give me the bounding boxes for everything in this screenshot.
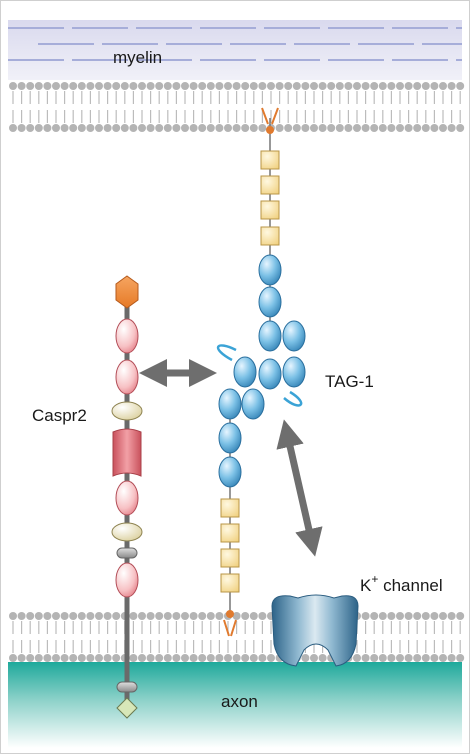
k-channel [271, 594, 359, 667]
tag1-fn3-domain [220, 523, 240, 543]
tag1-label: TAG-1 [325, 372, 374, 391]
caspr2-protein [111, 275, 143, 719]
tag1-protein [217, 107, 306, 637]
tag1-ig-domain [282, 356, 306, 388]
caspr2-laminin-g-domain [115, 359, 139, 395]
tag1-ig-domain [218, 422, 242, 454]
myelin-sheath [8, 20, 465, 132]
tag1-ig-domain [233, 356, 257, 388]
tag1-ig-domain [258, 254, 282, 286]
tag1-fn3-domain [220, 498, 240, 518]
caspr2-laminin-g-domain [115, 480, 139, 516]
caspr2-cytoplasmic-tail [116, 697, 138, 719]
tag1-ig-domain [218, 388, 242, 420]
tag1-fn3-domain [260, 200, 280, 220]
myelin-lipid-bilayer [9, 82, 465, 132]
tag1-fn3-domain [220, 548, 240, 568]
caspr2-laminin-g-domain [115, 562, 139, 598]
k-channel-label: K+ channel [360, 572, 443, 595]
tag1-gpi-anchor-bottom [223, 619, 237, 637]
caspr2-laminin-g-domain [115, 318, 139, 354]
tag1-kchannel-interaction-arrow [276, 419, 323, 557]
caspr2-discoidin-domain [115, 275, 139, 309]
caspr2-egf-domain [111, 401, 143, 421]
caspr2-fibrinogen-domain [112, 428, 142, 477]
axon-membrane [8, 612, 465, 748]
tag1-ig-domain [218, 456, 242, 488]
tag1-fn3-domain [260, 150, 280, 170]
axon-label: axon [221, 692, 258, 711]
tag1-fn3-domain [220, 573, 240, 593]
tag1-ig-domain [258, 286, 282, 318]
tag1-ig-domain [258, 358, 282, 390]
caspr2-egf-domain [111, 522, 143, 542]
myelin-label: myelin [113, 48, 162, 67]
tag1-fn3-domain [260, 226, 280, 246]
tag1-fn3-domain [260, 175, 280, 195]
axon-lipid-bilayer [9, 612, 465, 662]
tag1-ig-domain [241, 388, 265, 420]
tag1-gpi-anchor-top [261, 107, 279, 125]
tag1-ig-domain [258, 320, 282, 352]
caspr2-label: Caspr2 [32, 406, 87, 425]
caspr2-transmembrane-cap [116, 681, 138, 693]
tag1-ig-domain [282, 320, 306, 352]
